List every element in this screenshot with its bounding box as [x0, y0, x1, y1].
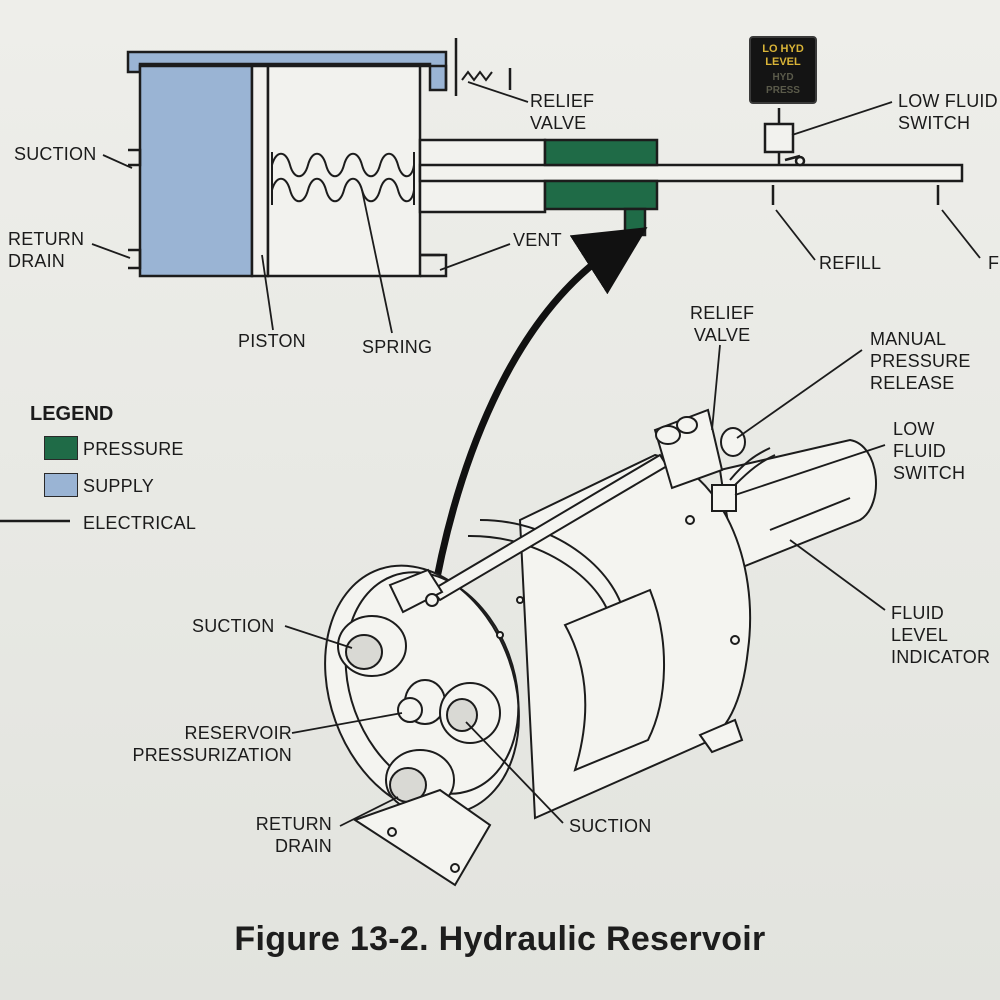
pressure-chamber-top: [543, 138, 659, 167]
figure-caption: Figure 13-2. Hydraulic Reservoir: [234, 920, 766, 958]
annunciator-line-1: LO HYD LEVEL: [762, 43, 804, 68]
suction-port: [128, 148, 142, 167]
lo-hyd-level-annunciator: LO HYD LEVEL HYD PRESS: [749, 36, 817, 104]
legend-title: LEGEND: [30, 403, 114, 425]
schematic-return-drain-label: RETURN DRAIN: [8, 229, 85, 271]
suction-port-left: [337, 615, 407, 677]
low-fluid-switch-box: [763, 122, 795, 154]
piston-rod: [418, 163, 964, 183]
drawing-reservoir-pressurization-label: RESERVOIR PRESSURIZATION: [132, 723, 292, 765]
link-arrow: [428, 227, 648, 606]
schematic-low-fluid-switch-label: LOW FLUID SWITCH: [898, 91, 998, 133]
schematic-vent-label: VENT: [513, 230, 562, 250]
drawing-manual-pressure-release-label: MANUAL PRESSURE RELEASE: [870, 329, 971, 393]
drawing-relief-valve-label: RELIEF VALVE: [690, 303, 755, 345]
schematic-cut-label: F: [988, 253, 1000, 273]
annunciator-line-2: HYD PRESS: [766, 72, 800, 96]
switch-wires: [729, 447, 776, 486]
legend-electrical-label: ELECTRICAL: [83, 513, 197, 533]
indicator-housing: [718, 438, 877, 572]
drawing-fluid-level-indicator-label: FLUID LEVEL INDICATOR: [891, 603, 991, 667]
drawing-leaders: [284, 344, 886, 827]
legend-pressure-label: PRESSURE: [83, 439, 184, 459]
reservoir-drawing: [324, 408, 877, 887]
top-bracket: [388, 568, 444, 614]
reservoir-schematic: [126, 38, 964, 278]
schematic-suction-label: SUCTION: [14, 144, 97, 164]
side-panel: [563, 588, 666, 772]
schematic-leaders: [91, 81, 981, 334]
legend-supply-swatch: [44, 473, 78, 497]
legend-supply-label: SUPPLY: [83, 476, 154, 496]
schematic-spring-label: SPRING: [362, 337, 433, 357]
suction-port-bottom: [439, 682, 501, 744]
supply-chamber: [138, 64, 254, 278]
supply-passage: [126, 50, 448, 92]
mount-bracket-front: [352, 788, 492, 887]
schematic-piston-label: PISTON: [238, 331, 306, 351]
reservoir-pressurization-fitting: [397, 679, 446, 725]
pressure-chamber-bottom: [543, 179, 659, 211]
legend-pressure-swatch: [44, 436, 78, 460]
schematic-refill-label: REFILL: [819, 253, 882, 273]
schematic-relief-valve-label: RELIEF VALVE: [530, 91, 595, 133]
drawing-return-drain-label: RETURN DRAIN: [255, 814, 332, 856]
piston: [250, 64, 270, 278]
relief-valve-spring: [461, 70, 493, 82]
pressure-port: [623, 207, 647, 237]
manual-release-knob: [720, 427, 746, 457]
switch-connector: [711, 484, 737, 512]
mount-bracket-rear: [698, 718, 744, 754]
drawing-suction-left-label: SUCTION: [192, 616, 275, 636]
reservoir-body: [266, 64, 422, 278]
spring: [271, 152, 415, 205]
drawing-suction-bottom-label: SUCTION: [569, 816, 652, 836]
drawing-low-fluid-switch-label: LOW FLUID SWITCH: [893, 419, 966, 483]
return-port: [128, 248, 142, 270]
